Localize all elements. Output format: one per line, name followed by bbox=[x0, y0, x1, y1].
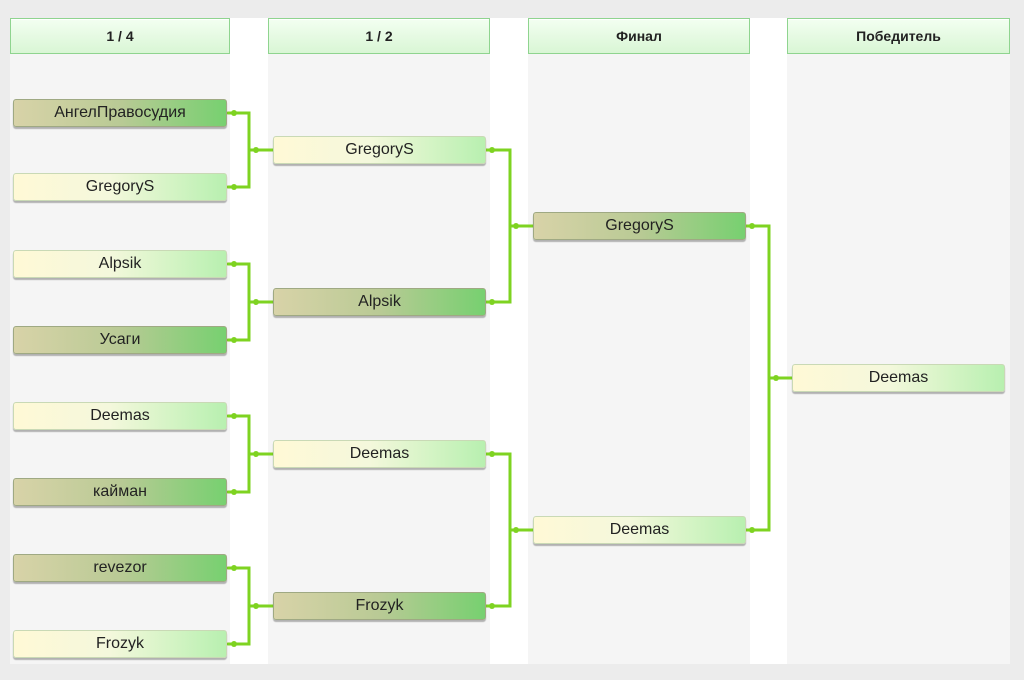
quarter-player-5[interactable]: Deemas bbox=[13, 402, 227, 430]
quarter-player-2[interactable]: GregoryS bbox=[13, 173, 227, 201]
quarter-player-4[interactable]: Усаги bbox=[13, 326, 227, 354]
semi-player-3[interactable]: Deemas bbox=[273, 440, 486, 468]
semi-column-bg bbox=[268, 18, 490, 664]
column-gap bbox=[490, 18, 528, 664]
quarter-player-3[interactable]: Alpsik bbox=[13, 250, 227, 278]
winner-player[interactable]: Deemas bbox=[792, 364, 1005, 392]
semi-player-2[interactable]: Alpsik bbox=[273, 288, 486, 316]
quarter-player-6[interactable]: кайман bbox=[13, 478, 227, 506]
column-gap bbox=[750, 18, 787, 664]
quarter-player-7[interactable]: revezor bbox=[13, 554, 227, 582]
semi-player-1[interactable]: GregoryS bbox=[273, 136, 486, 164]
final-player-1[interactable]: GregoryS bbox=[533, 212, 746, 240]
quarter-player-8[interactable]: Frozyk bbox=[13, 630, 227, 658]
final-column-bg bbox=[528, 18, 750, 664]
semi-player-4[interactable]: Frozyk bbox=[273, 592, 486, 620]
winner-column-bg bbox=[787, 18, 1010, 664]
quarter-player-1[interactable]: АнгелПравосудия bbox=[13, 99, 227, 127]
header-quarterfinal: 1 / 4 bbox=[10, 18, 230, 54]
final-player-2[interactable]: Deemas bbox=[533, 516, 746, 544]
header-winner: Победитель bbox=[787, 18, 1010, 54]
column-gap bbox=[230, 18, 268, 664]
header-semifinal: 1 / 2 bbox=[268, 18, 490, 54]
header-final: Финал bbox=[528, 18, 750, 54]
